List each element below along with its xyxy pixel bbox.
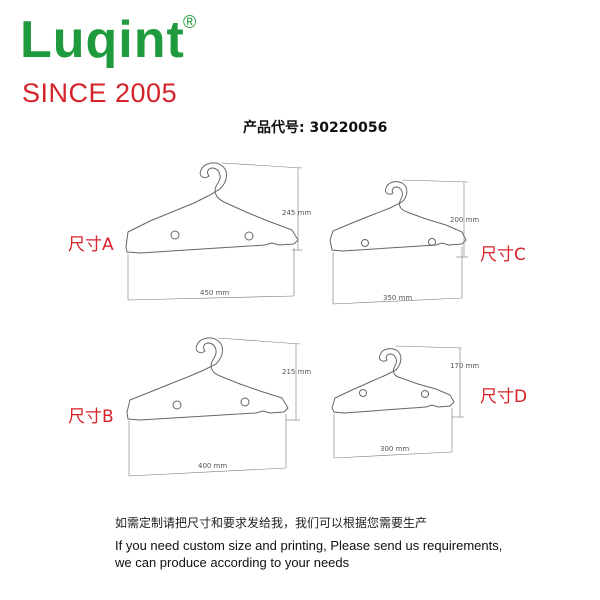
size-d-label: 尺寸D xyxy=(480,387,528,407)
custom-note-en-line2: we can produce according to your needs xyxy=(115,555,350,570)
hanger-c-width-label: 350 mm xyxy=(383,294,412,302)
since-tagline: SINCE 2005 xyxy=(22,78,178,108)
size-a-label: 尺寸A xyxy=(68,235,114,255)
hanger-a: 245 mm 450 mm xyxy=(125,162,311,301)
hanger-d-outline xyxy=(331,348,455,414)
hanger-a-width-label: 450 mm xyxy=(200,289,229,297)
hanger-b: 215 mm 400 mm xyxy=(126,337,311,477)
brand-logo: Luqint xyxy=(20,11,185,69)
hanger-c-height-label: 200 mm xyxy=(450,216,479,224)
custom-note-en-line1: If you need custom size and printing, Pl… xyxy=(115,538,503,553)
size-b-label: 尺寸B xyxy=(68,407,114,427)
registered-mark: ® xyxy=(183,12,197,32)
size-c-label: 尺寸C xyxy=(480,245,526,265)
hanger-b-width-label: 400 mm xyxy=(198,462,227,470)
hanger-d: 170 mm 300 mm xyxy=(331,345,479,459)
hanger-b-height-label: 215 mm xyxy=(282,368,311,376)
hanger-c-outline xyxy=(329,181,467,252)
hanger-a-height-label: 245 mm xyxy=(282,209,311,217)
hanger-d-width-label: 300 mm xyxy=(380,445,409,453)
hanger-a-outline xyxy=(125,162,299,254)
hanger-b-outline xyxy=(126,337,289,421)
product-code: 产品代号: 30220056 xyxy=(243,120,388,136)
custom-note-cn: 如需定制请把尺寸和要求发给我，我们可以根据您需要生产 xyxy=(115,516,428,530)
hanger-c: 200 mm 350 mm xyxy=(329,179,479,305)
hanger-d-height-label: 170 mm xyxy=(450,362,479,370)
